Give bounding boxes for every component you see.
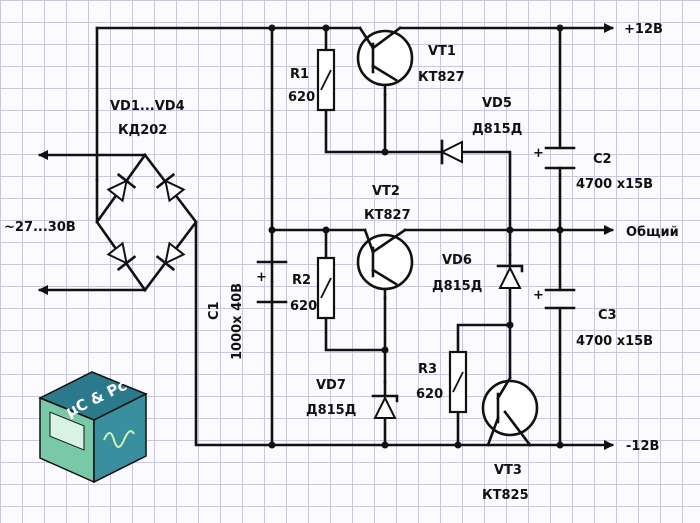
label-bridge-type: КД202 bbox=[118, 123, 167, 138]
logo-cube: µC & Pc bbox=[38, 371, 148, 484]
label-vt1-type: КТ827 bbox=[418, 70, 465, 85]
label-vt1-ref: VT1 bbox=[428, 44, 456, 59]
label-r2-val: 620 bbox=[290, 299, 317, 314]
zener-vd6-icon bbox=[496, 253, 524, 289]
logo-cube-right bbox=[93, 392, 147, 484]
label-bridge-ref: VD1...VD4 bbox=[110, 99, 185, 114]
wire-r1-bottom bbox=[324, 108, 442, 154]
bridge-diode-1-icon bbox=[106, 172, 137, 203]
label-r1-ref: R1 bbox=[290, 67, 309, 82]
label-minus12: -12В bbox=[626, 439, 659, 454]
label-vt2-ref: VT2 bbox=[372, 184, 400, 199]
label-plus12: +12В bbox=[624, 22, 663, 37]
label-vt2-type: КТ827 bbox=[364, 208, 411, 223]
label-c1-val: 1000х 40В bbox=[230, 283, 245, 360]
label-c3-val: 4700 х15В bbox=[576, 334, 653, 349]
resistor-r3-mark bbox=[452, 371, 464, 393]
label-vd6-type: Д815Д bbox=[432, 279, 482, 294]
label-vd7-ref: VD7 bbox=[316, 378, 346, 393]
logo-screen-left bbox=[49, 411, 85, 451]
transistor-vt1-icon bbox=[356, 26, 414, 97]
label-vd5-ref: VD5 bbox=[482, 96, 512, 111]
resistor-r2-mark bbox=[320, 277, 332, 299]
label-common: Общий bbox=[626, 225, 679, 240]
label-c2-val: 4700 х15В bbox=[576, 177, 653, 192]
label-vt3-type: КТ825 bbox=[482, 488, 529, 503]
label-c3-plus: + bbox=[533, 288, 544, 303]
label-vd5-type: Д815Д bbox=[472, 122, 522, 137]
capacitor-c1-icon bbox=[256, 260, 288, 304]
label-r3-val: 620 bbox=[416, 387, 443, 402]
label-c3-ref: C3 bbox=[598, 308, 617, 323]
bridge-diode-2-icon bbox=[155, 172, 186, 203]
logo-wave-icon bbox=[103, 430, 135, 448]
label-c1-ref: C1 bbox=[207, 301, 222, 320]
diode-bridge bbox=[95, 152, 198, 293]
label-vt3-ref: VT3 bbox=[494, 463, 522, 478]
transistor-vt2-icon bbox=[356, 228, 414, 300]
wire-vd5-right bbox=[460, 150, 512, 257]
label-c1-plus: + bbox=[256, 270, 267, 285]
capacitor-c2-icon bbox=[544, 146, 576, 170]
transistor-vt3-icon bbox=[481, 376, 539, 447]
label-r3-ref: R3 bbox=[418, 362, 437, 377]
label-c2-ref: C2 bbox=[593, 152, 612, 167]
label-vd7-type: Д815Д bbox=[306, 403, 356, 418]
bridge-outline bbox=[95, 152, 198, 293]
zener-vd7-icon bbox=[371, 380, 399, 419]
label-r2-ref: R2 bbox=[292, 273, 311, 288]
wire-r2-bottom bbox=[324, 316, 387, 352]
label-vd6-ref: VD6 bbox=[442, 253, 472, 268]
bridge-diode-4-icon bbox=[155, 241, 186, 272]
wire-bridge-bottom bbox=[194, 220, 614, 450]
label-c2-plus: + bbox=[533, 146, 544, 161]
bridge-diode-3-icon bbox=[106, 241, 137, 272]
junction-dots bbox=[268, 24, 564, 449]
wires bbox=[38, 23, 614, 450]
resistor-r1-mark bbox=[320, 69, 332, 91]
label-r1-val: 620 bbox=[288, 90, 315, 105]
label-input-voltage: ~27...30В bbox=[4, 220, 76, 235]
wire-r3-top bbox=[456, 323, 512, 352]
capacitor-c3-icon bbox=[544, 288, 576, 310]
zener-vd5-icon bbox=[439, 139, 463, 165]
